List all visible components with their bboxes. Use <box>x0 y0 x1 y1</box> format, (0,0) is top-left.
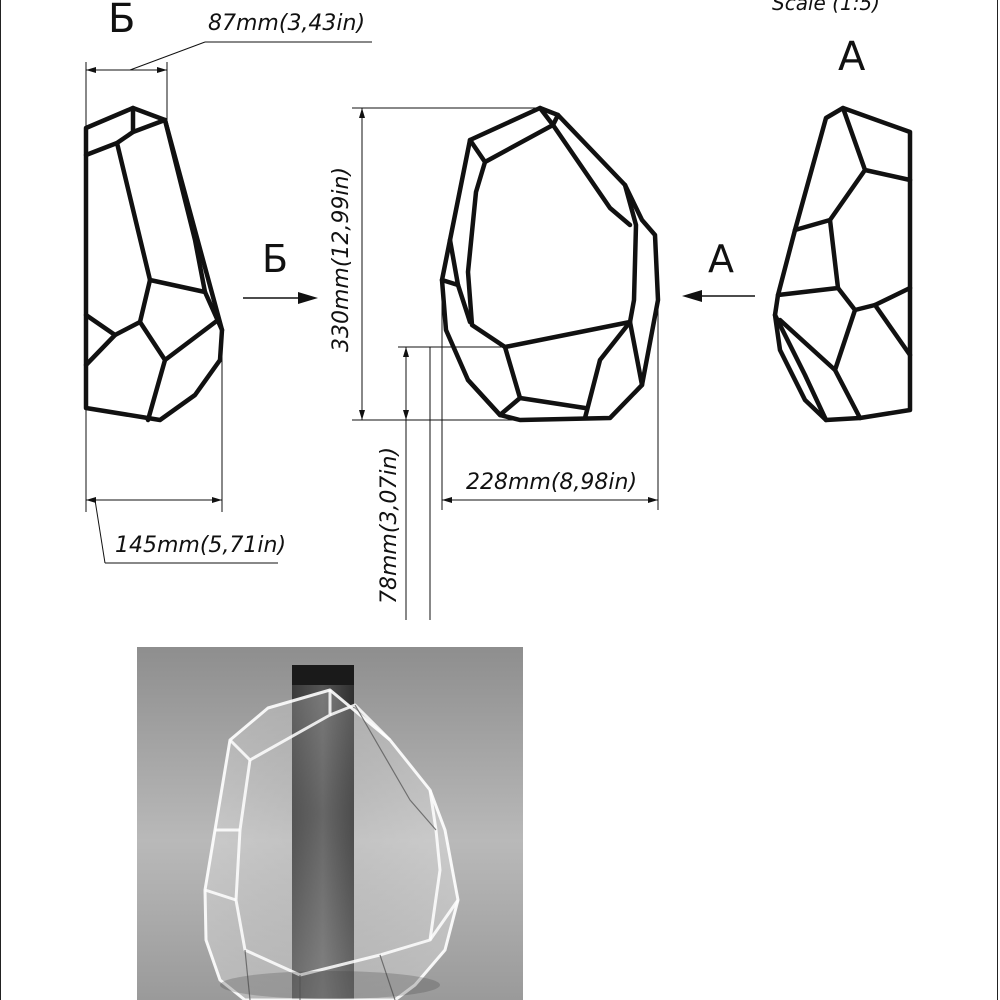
front-view <box>439 105 661 423</box>
right-side-view <box>772 105 913 423</box>
view-arrow-a: A <box>682 237 755 302</box>
view-arrow-a-label: A <box>708 237 734 281</box>
dim-depth-top: 87mm(3,43in) <box>85 11 372 128</box>
sheet-border-left <box>0 0 1 1000</box>
render-preview <box>137 647 523 1000</box>
dim-base-height-label: 78mm(3,07in) <box>377 447 402 604</box>
left-side-view <box>83 105 225 423</box>
dim-depth-bottom-label: 145mm(5,71in) <box>115 533 286 558</box>
view-arrow-b-label: Б <box>262 237 288 281</box>
dim-height: 330mm(12,99in) <box>329 107 540 421</box>
dim-base-height: 78mm(3,07in) <box>377 346 505 620</box>
scale-note: Scale (1:5) <box>772 0 880 15</box>
dim-depth-top-label: 87mm(3,43in) <box>208 11 365 36</box>
view-marker-a: A <box>838 34 866 80</box>
sheet-border-right <box>997 0 998 1000</box>
view-marker-b: Б <box>108 0 135 42</box>
view-arrow-b: Б <box>243 237 318 304</box>
dim-width-label: 228mm(8,98in) <box>466 470 637 495</box>
dim-width: 228mm(8,98in) <box>441 285 659 510</box>
dim-height-label: 330mm(12,99in) <box>329 167 354 352</box>
dim-depth-bottom: 145mm(5,71in) <box>85 345 286 564</box>
